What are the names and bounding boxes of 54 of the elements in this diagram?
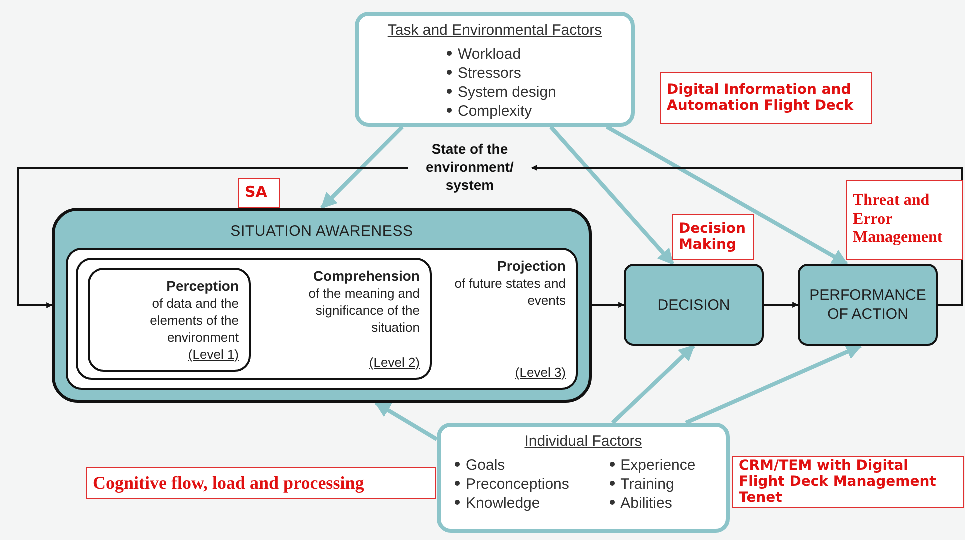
box-heading: Individual Factors <box>524 433 644 450</box>
stage-label: PERFORMANCE OF ACTION <box>808 286 928 324</box>
annotation-text: CRM/TEM with Digital Flight Deck Management Tenet <box>738 458 938 506</box>
level-label: (Level 2) <box>369 354 420 371</box>
bullet-item: Preconceptions <box>455 475 600 494</box>
arrow <box>685 344 862 425</box>
annotation-box <box>660 72 872 124</box>
box-heading: Task and Environmental Factors <box>386 22 604 39</box>
annotation-box <box>86 467 436 499</box>
annotation-text: SA <box>244 184 268 202</box>
bullet-item: Abilities <box>610 494 726 513</box>
annotation-box <box>732 456 964 508</box>
bullet-item: Experience <box>610 456 726 475</box>
arrow <box>550 126 674 266</box>
factors-box <box>355 12 635 127</box>
level-panel <box>66 248 578 390</box>
annotation-text: Cognitive flow, load and processing <box>92 472 366 494</box>
state-text: State of the environment/ system <box>425 140 515 194</box>
level-panel <box>88 268 251 372</box>
annotation-text: Threat and Error Management <box>852 192 944 248</box>
arrow <box>764 302 799 308</box>
arrow <box>17 167 408 308</box>
level-description: of future states and events <box>454 275 566 309</box>
arrow <box>611 344 696 424</box>
panel-heading: SITUATION AWARENESS <box>230 223 414 240</box>
process-box <box>624 264 764 346</box>
level-description: of the meaning and significance of the situation <box>308 285 420 336</box>
annotation-box <box>846 180 963 260</box>
annotation-box <box>238 178 280 208</box>
annotation-box <box>672 214 754 260</box>
level-label: (Level 3) <box>515 364 566 381</box>
arrow <box>374 401 438 442</box>
level-title: Comprehension <box>312 268 420 285</box>
level-title: Perception <box>166 278 239 295</box>
level-description: of data and the elements of the environment <box>149 295 239 346</box>
arrow <box>606 125 848 266</box>
stage-label: DECISION <box>656 296 732 314</box>
bullet-item: Workload <box>447 45 631 64</box>
level-panel <box>76 258 432 380</box>
arrow <box>320 126 404 210</box>
level-label: (Level 1) <box>188 346 239 363</box>
level-title: Projection <box>496 258 566 275</box>
bullet-item: Complexity <box>447 102 631 121</box>
bullet-item: Goals <box>455 456 600 475</box>
bullet-item: Knowledge <box>455 494 600 513</box>
factors-box <box>437 423 730 533</box>
bullet-item: Stressors <box>447 64 631 83</box>
bullet-item: Training <box>610 475 726 494</box>
process-box <box>798 264 938 346</box>
awareness-panel <box>52 208 592 403</box>
annotation-text: Decision Making <box>678 220 747 254</box>
annotation-text: Digital Information and Automation Flight Deck <box>666 82 855 114</box>
arrow <box>592 302 625 308</box>
bullet-item: System design <box>447 83 631 102</box>
